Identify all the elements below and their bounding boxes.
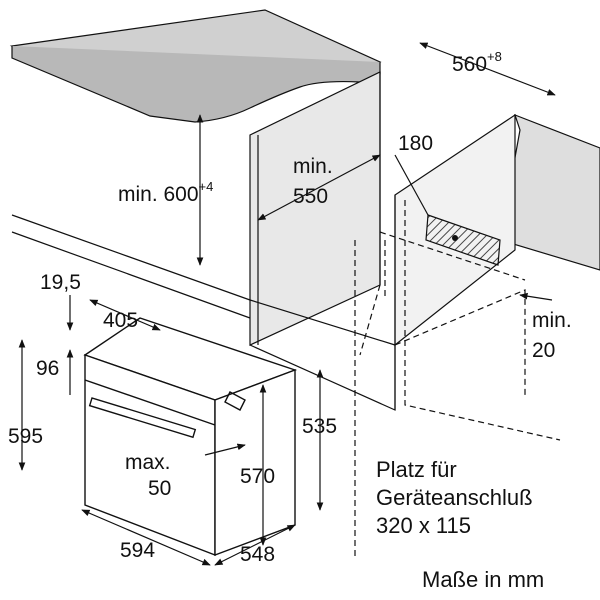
oven-depth-label: 548 <box>240 543 276 566</box>
oven-height-label: 595 <box>8 425 44 448</box>
offset-top-label: 19,5 <box>40 271 81 294</box>
countertop <box>9 9 382 123</box>
max-label-1: max. <box>125 451 171 474</box>
niche-depth-label-1: min. <box>293 155 333 178</box>
panel-depth-label: 405 <box>103 309 139 332</box>
connection-note-line-2: Geräteanschluß <box>376 485 533 510</box>
niche-depth-label-2: 550 <box>293 185 329 208</box>
height-min-label: min. 600+4 <box>118 179 214 206</box>
body-height-label: 535 <box>302 415 338 438</box>
gap-label-2: 20 <box>532 339 556 362</box>
oven-width-label: 594 <box>120 539 156 562</box>
vent-opening <box>425 214 501 266</box>
gap-label-1: min. <box>532 309 572 332</box>
width-niche-label: 560+8 <box>452 49 502 76</box>
body-inner-label: 570 <box>240 465 276 488</box>
connection-note: Platz für Geräteanschluß 320 x 115 <box>376 456 533 540</box>
dimensions <box>18 42 556 566</box>
oven <box>83 317 298 557</box>
connection-note-line-3: 320 x 115 <box>376 513 472 538</box>
units-label: Maße in mm <box>422 567 545 592</box>
max-label-2: 50 <box>148 477 172 500</box>
front-step-label: 96 <box>36 357 60 380</box>
connection-note-line-1: Platz für <box>376 457 457 482</box>
vent-depth-label: 180 <box>398 132 434 155</box>
